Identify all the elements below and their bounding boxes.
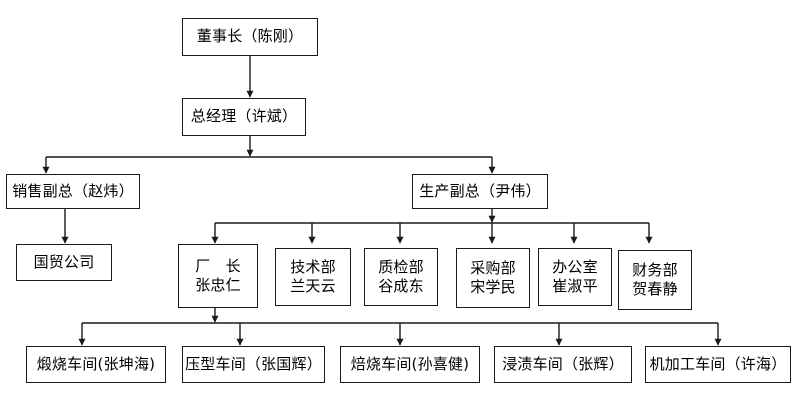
node-roasting-workshop[interactable]: 焙烧车间(孙喜健) bbox=[340, 346, 480, 383]
node-calcining-workshop[interactable]: 煅烧车间(张坤海) bbox=[26, 346, 166, 383]
node-finance-dept[interactable]: 财务部 贺春静 bbox=[618, 250, 692, 310]
node-impregnation-workshop[interactable]: 浸渍车间（张辉） bbox=[494, 346, 632, 383]
node-finance-dept-line2: 贺春静 bbox=[632, 280, 678, 298]
node-tech-dept-line1: 技术部 bbox=[290, 257, 336, 276]
node-roasting-workshop-label: 焙烧车间(孙喜健) bbox=[350, 354, 470, 373]
node-plant-director[interactable]: 厂 长 张忠仁 bbox=[178, 244, 258, 308]
node-production-vp-label: 生产副总（尹伟） bbox=[419, 181, 541, 200]
node-plant-director-line1: 厂 长 bbox=[195, 256, 241, 275]
node-trade-company-label: 国贸公司 bbox=[33, 252, 95, 271]
node-pressing-workshop[interactable]: 压型车间（张国辉） bbox=[182, 346, 325, 383]
node-purchasing-dept[interactable]: 采购部 宋学民 bbox=[456, 248, 530, 308]
node-machining-workshop-label: 机加工车间（许海） bbox=[649, 354, 787, 373]
node-sales-vp[interactable]: 销售副总（赵炜） bbox=[6, 174, 140, 209]
node-finance-dept-line1: 财务部 bbox=[632, 260, 678, 279]
node-plant-director-line2: 张忠仁 bbox=[195, 276, 241, 294]
node-purchasing-dept-line2: 宋学民 bbox=[470, 278, 516, 296]
node-pressing-workshop-label: 压型车间（张国辉） bbox=[185, 354, 322, 373]
node-tech-dept[interactable]: 技术部 兰天云 bbox=[275, 248, 351, 306]
node-chairman-label: 董事长（陈刚） bbox=[196, 27, 304, 46]
node-office-dept-line1: 办公室 bbox=[552, 257, 598, 276]
node-purchasing-dept-line1: 采购部 bbox=[470, 258, 516, 277]
node-sales-vp-label: 销售副总（赵炜） bbox=[12, 181, 134, 200]
node-calcining-workshop-label: 煅烧车间(张坤海) bbox=[36, 354, 156, 373]
node-tech-dept-line2: 兰天云 bbox=[290, 277, 336, 295]
node-office-dept[interactable]: 办公室 崔淑平 bbox=[538, 248, 612, 306]
node-qc-dept-line2: 谷成东 bbox=[378, 277, 424, 295]
node-chairman[interactable]: 董事长（陈刚） bbox=[182, 18, 318, 56]
node-general-manager[interactable]: 总经理（许斌） bbox=[182, 98, 306, 136]
node-trade-company[interactable]: 国贸公司 bbox=[16, 244, 112, 281]
node-general-manager-label: 总经理（许斌） bbox=[190, 107, 298, 126]
node-office-dept-line2: 崔淑平 bbox=[552, 277, 598, 295]
node-qc-dept-line1: 质检部 bbox=[378, 257, 424, 276]
node-impregnation-workshop-label: 浸渍车间（张辉） bbox=[502, 354, 624, 373]
node-machining-workshop[interactable]: 机加工车间（许海） bbox=[645, 346, 791, 383]
node-production-vp[interactable]: 生产副总（尹伟） bbox=[412, 174, 548, 209]
node-qc-dept[interactable]: 质检部 谷成东 bbox=[364, 248, 438, 306]
